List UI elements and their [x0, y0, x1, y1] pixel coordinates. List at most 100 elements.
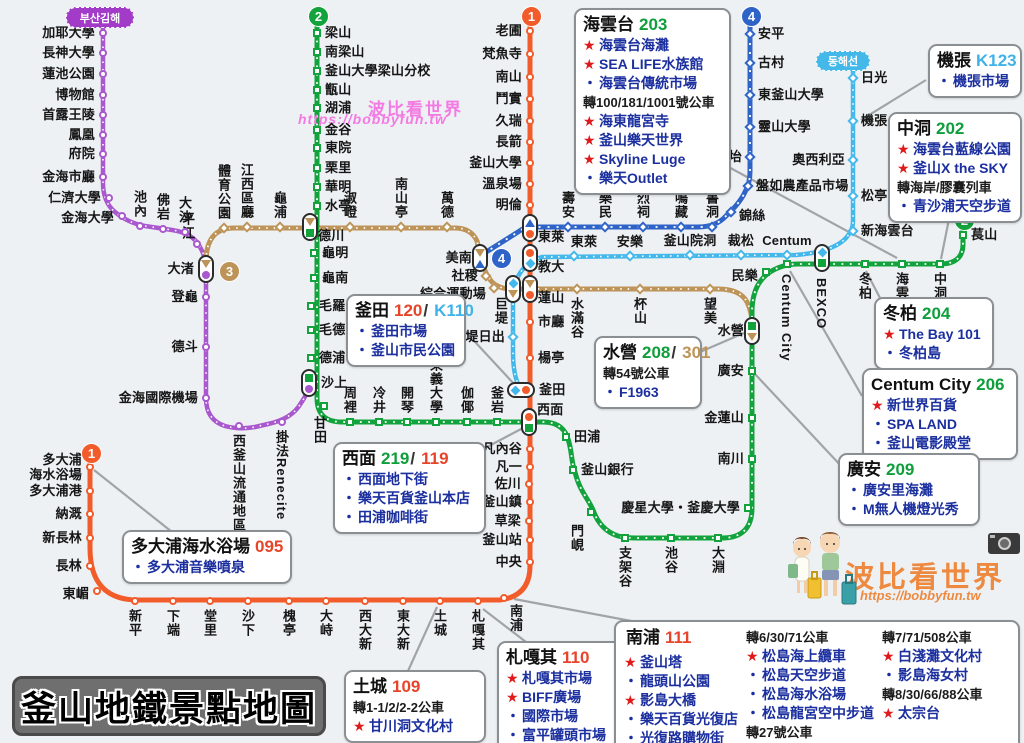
attraction-label: 釜山塔 — [640, 654, 682, 670]
station-code: / — [423, 301, 429, 320]
callout-title: 土城 — [353, 677, 387, 696]
station-label: 錦絲 — [739, 208, 766, 223]
station-marker-l2 — [463, 418, 471, 426]
station-marker-l2 — [569, 466, 577, 474]
attraction-label: 海雲台藍線公園 — [913, 141, 1011, 157]
bus-transfer-note: 轉8/30/66/88公車 — [882, 685, 982, 704]
bullet-icon: ・ — [882, 667, 896, 683]
attraction-item: ・廣安里海灘 — [847, 481, 971, 500]
station-marker-lrt — [99, 91, 107, 99]
bullet-icon: ・ — [746, 686, 760, 702]
transfer-line-glyph-dh — [817, 247, 827, 258]
transfer-station-marker — [522, 275, 538, 303]
station-label: 蓮池公園 — [42, 66, 95, 81]
star-icon: ★ — [624, 654, 637, 670]
station-label: 德浦 — [319, 350, 346, 365]
attraction-label: 樂天百貨光復店 — [640, 711, 738, 727]
bus-transfer-note: 轉27號公車 — [746, 723, 874, 742]
attraction-item: ・多大浦音樂噴泉 — [131, 558, 283, 577]
station-marker-l1 — [131, 597, 139, 605]
station-marker-lrt — [99, 111, 107, 119]
station-label: 門峴 — [569, 524, 584, 552]
callout-box-dadaepo: 多大浦海水浴場 095 ・多大浦音樂噴泉 — [122, 530, 292, 584]
station-label: 樂民 — [597, 191, 612, 219]
attraction-label: SPA LAND — [887, 416, 957, 432]
station-label: 南山亭 — [393, 177, 408, 219]
station-label: 靈山大學 — [758, 119, 811, 134]
station-label: 周裡 — [342, 386, 357, 414]
watermark-url-top: https://bobbyfun.tw — [298, 111, 447, 127]
attraction-item: ・松島天空步道 — [746, 666, 874, 685]
attraction-label: SEA LIFE水族館 — [599, 56, 704, 72]
station-marker-l2 — [861, 260, 869, 268]
station-label: 多大浦 海水浴場 — [29, 452, 82, 482]
station-marker-l1 — [526, 73, 534, 81]
station-label: 南川 — [717, 451, 744, 466]
transfer-line-glyph-lrt — [305, 384, 313, 393]
callout-column: 轉6/30/71公車★松島海上纜車・松島天空步道・松島海水浴場・松島龍宮空中步道… — [746, 628, 874, 743]
station-label: 日光 — [861, 70, 888, 85]
station-label: 梵魚寺 — [482, 46, 522, 61]
station-label: 梁山 — [325, 25, 352, 40]
station-label: 伽倻 — [459, 386, 474, 414]
bullet-icon: ・ — [131, 559, 145, 575]
station-label: 鳴藏 — [673, 191, 688, 219]
station-label: 中洞 — [932, 272, 947, 300]
callout-title: 札嘎其 — [506, 648, 557, 667]
station-marker-l2 — [748, 455, 756, 463]
callout-pointer-line — [699, 331, 745, 354]
station-label: 釜岩 — [489, 386, 504, 414]
station-code: 206 — [976, 375, 1005, 394]
transfer-line-glyph-l2 — [748, 321, 756, 330]
station-marker-l2 — [313, 29, 321, 37]
callout-title: 多大浦海水浴場 — [131, 537, 250, 556]
callout-title: 水營 — [603, 343, 637, 362]
station-marker-l1 — [285, 597, 293, 605]
station-marker-l1 — [436, 597, 444, 605]
attraction-label: 釜山市民公園 — [371, 342, 455, 358]
attraction-label: 轉1-1/2/2-2公車 — [353, 700, 445, 715]
station-label: 美南 — [445, 250, 472, 265]
station-code: 203 — [639, 15, 668, 34]
travelers-illustration-icon — [788, 532, 857, 605]
station-label: 金海國際機場 — [118, 390, 198, 405]
station-label: Centum — [762, 233, 812, 248]
star-icon: ★ — [583, 151, 596, 167]
station-label: 金海大學 — [61, 210, 114, 225]
transfer-line-glyph-l3 — [475, 248, 485, 257]
star-icon: ★ — [883, 326, 896, 342]
station-label: 久瑞 — [495, 113, 522, 128]
station-label: 龜南 — [322, 270, 349, 285]
transfer-station-marker — [744, 317, 760, 345]
station-label: 甘田 — [312, 416, 327, 444]
attraction-label: 廣安里海灘 — [863, 482, 933, 498]
station-code: 202 — [936, 119, 965, 138]
station-label: 裁松 — [727, 233, 755, 248]
callout-title: 南浦 — [626, 628, 660, 647]
line-number-badge: 4 — [491, 248, 512, 269]
station-code: 095 — [255, 537, 284, 556]
station-label: 釜山站 — [482, 532, 522, 547]
station-label: 西釜山流通地區 — [231, 434, 246, 532]
callout-pointer-line — [860, 79, 927, 121]
station-label: 凡一 — [495, 459, 522, 474]
station-label: 水營 — [717, 323, 744, 338]
callout-title: 廣安 — [847, 460, 881, 479]
attraction-label: 松島天空步道 — [762, 667, 846, 683]
attraction-label: 釜山電影殿堂 — [887, 435, 971, 451]
star-icon: ★ — [506, 689, 519, 705]
station-marker-l1 — [86, 487, 94, 495]
attraction-item: ・光復路購物街 — [624, 729, 738, 743]
station-label: 民樂 — [731, 268, 758, 283]
station-marker-l2 — [667, 534, 675, 542]
watermark-brand-top: 波比看世界 — [368, 100, 463, 119]
station-marker-l1 — [526, 180, 534, 188]
attraction-label: 青沙浦天空步道 — [913, 198, 1011, 214]
camera-lens — [998, 537, 1011, 550]
station-label: 新海雲台 — [861, 223, 914, 238]
attraction-item: ★札嘎其市場 — [506, 669, 618, 688]
